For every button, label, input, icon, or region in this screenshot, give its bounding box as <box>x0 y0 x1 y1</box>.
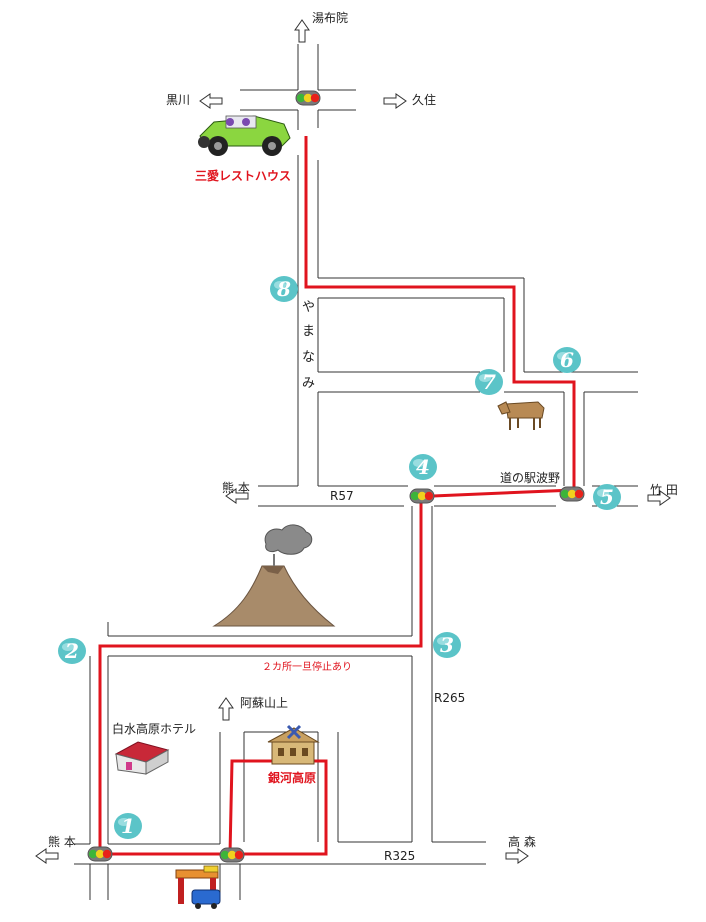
marker-number: 2 <box>64 639 79 663</box>
route-marker-7: 7 <box>475 369 503 395</box>
label-aso-summit: 阿蘇山上 <box>240 696 288 710</box>
label-restaurant: 三愛レストハウス <box>195 168 291 183</box>
arrow-icon <box>35 848 59 864</box>
gas-station-icon <box>175 865 221 909</box>
label-ginga: 銀河高原 <box>267 770 316 785</box>
cow-icon <box>497 401 545 430</box>
marker-number: 1 <box>121 814 135 838</box>
marker-number: 8 <box>276 277 291 301</box>
label-kurokawa: 黒川 <box>166 93 190 107</box>
arrow-icon <box>383 93 407 109</box>
traffic-light-icon <box>87 846 113 862</box>
marker-number: 6 <box>560 348 574 372</box>
route-marker-2: 2 <box>58 638 86 664</box>
arrow-icon <box>505 848 529 864</box>
label-taketa: 竹 田 <box>650 483 678 497</box>
arrow-icon <box>199 93 223 109</box>
route-marker-3: 3 <box>433 632 461 658</box>
arrow-icon <box>218 697 234 721</box>
label-yufuin: 湯布院 <box>312 11 348 25</box>
road-name-char: な <box>302 350 315 365</box>
label-hotel: 白水高原ホテル <box>112 721 196 736</box>
label-kuju: 久住 <box>412 93 436 107</box>
marker-number: 7 <box>482 370 496 394</box>
arrow-icon <box>294 19 310 43</box>
traffic-light-icon <box>295 90 321 106</box>
traffic-light-icon <box>219 847 245 863</box>
traffic-light-icon <box>559 486 585 502</box>
label-stop-note: ２カ所一旦停止あり <box>262 660 352 673</box>
marker-number: 4 <box>416 455 430 479</box>
road-name-char: ま <box>302 324 315 339</box>
route-marker-4: 4 <box>409 454 437 480</box>
volcano-icon <box>212 524 336 627</box>
label-kumamoto-mid: 熊 本 <box>222 480 250 495</box>
label-takamori: 高 森 <box>508 834 536 849</box>
route-marker-5: 5 <box>593 484 621 510</box>
label-r57: R57 <box>330 489 354 503</box>
marker-number: 3 <box>440 633 454 657</box>
label-r265: R265 <box>434 691 465 705</box>
house-icon <box>267 724 320 765</box>
road-name-char: や <box>302 300 315 315</box>
route-marker-1: 1 <box>114 813 142 839</box>
route-marker-6: 6 <box>553 347 581 373</box>
route-marker-8: 8 <box>270 276 298 302</box>
traffic-light-icon <box>409 488 435 504</box>
marker-number: 5 <box>600 485 614 509</box>
label-kumamoto-bottom: 熊 本 <box>48 834 76 849</box>
roads <box>74 44 638 900</box>
label-roadside-station: 道の駅波野 <box>500 471 560 485</box>
car-icon <box>198 115 291 156</box>
label-r325: R325 <box>384 849 415 863</box>
hotel-icon <box>114 741 170 775</box>
road-name-char: み <box>302 376 315 391</box>
